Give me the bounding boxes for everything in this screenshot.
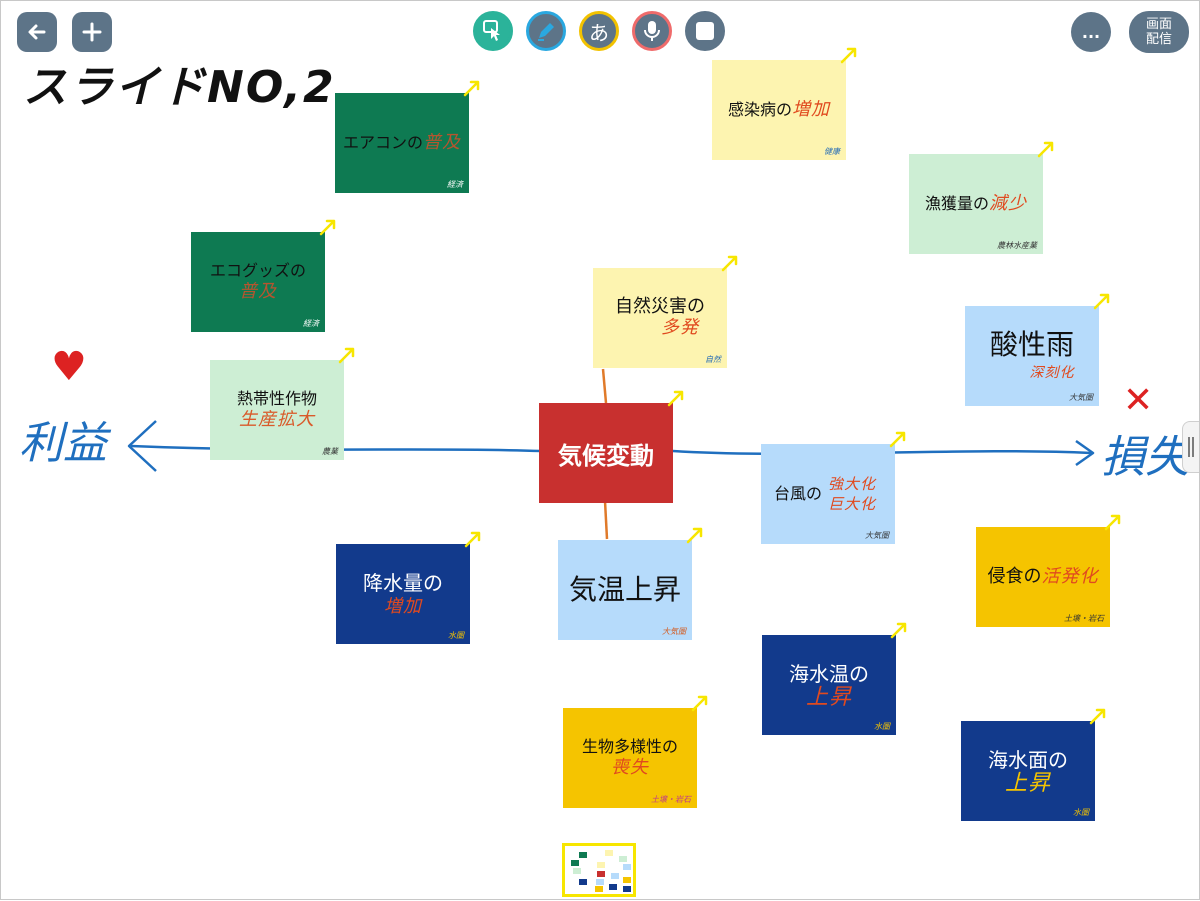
card-signature: 健康	[824, 147, 840, 156]
benefit-label: 利益	[19, 418, 107, 469]
more-button[interactable]: ...	[1071, 12, 1111, 52]
card-hand-text: 上昇	[805, 685, 852, 710]
card-natural-disaster[interactable]: 自然災害の 多発 自然	[593, 268, 727, 368]
card-hand-text: 強大化 巨大化	[827, 475, 876, 513]
card-main-text: 侵食の	[987, 566, 1042, 587]
card-hand-text: 喪失	[611, 757, 649, 778]
card-signature: 大気圏	[865, 531, 889, 540]
side-panel-handle[interactable]	[1182, 421, 1199, 473]
card-hand-text: 普及	[239, 281, 277, 302]
screen-share-label-line1: 画面	[1145, 17, 1172, 32]
card-rainfall[interactable]: 降水量の 増加 水圏	[336, 544, 470, 644]
card-signature: 水圏	[874, 722, 890, 731]
card-main-text: 海水温の	[789, 662, 869, 686]
card-acid-rain[interactable]: 酸性雨 深刻化 大気圏	[965, 306, 1099, 406]
back-button[interactable]	[17, 12, 57, 52]
card-main-text: 台風の	[773, 484, 822, 503]
card-hand-text: 深刻化	[1029, 365, 1075, 381]
card-signature: 農林水産業	[997, 241, 1037, 250]
loss-label: 損失	[1101, 432, 1189, 483]
grip-icon	[1188, 437, 1194, 457]
plus-icon	[82, 22, 102, 42]
left-axis-line	[130, 444, 542, 453]
left-arrowhead	[127, 420, 157, 472]
card-signature: 土壌・岩石	[651, 795, 691, 804]
card-signature: 大気圏	[662, 627, 686, 636]
card-main-text: 酸性雨	[989, 328, 1074, 361]
card-temperature-rise[interactable]: 気温上昇 大気圏	[558, 540, 692, 640]
card-signature: 水圏	[448, 631, 464, 640]
center-card-label: 気候変動	[558, 441, 654, 470]
connector-bottom	[603, 500, 609, 540]
shape-square-icon	[696, 22, 714, 40]
card-signature: 水圏	[1073, 808, 1089, 817]
card-hand-text: 増加	[384, 596, 422, 617]
select-tool-button[interactable]	[473, 11, 513, 51]
card-biodiversity[interactable]: 生物多様性の 喪失 土壌・岩石	[563, 708, 697, 808]
card-hand-text: 増加	[792, 99, 830, 120]
voice-tool-button[interactable]	[632, 11, 672, 51]
screen-share-button[interactable]: 画面 配信	[1129, 11, 1189, 53]
ellipsis-icon: ...	[1081, 22, 1101, 42]
card-hand-text: 減少	[989, 193, 1027, 214]
add-button[interactable]	[72, 12, 112, 52]
card-main-text: 自然災害の	[615, 296, 705, 317]
card-signature: 農業	[322, 447, 338, 456]
right-arrowhead	[1075, 439, 1095, 467]
card-main-text: エアコンの	[342, 133, 423, 152]
card-signature: 経済	[303, 319, 319, 328]
shape-tool-button[interactable]	[685, 11, 725, 51]
card-signature: 自然	[705, 355, 721, 364]
card-erosion[interactable]: 侵食の 活発化 土壌・岩石	[976, 527, 1110, 627]
card-main-text: 生物多様性の	[581, 737, 678, 756]
center-card[interactable]: 気候変動	[539, 403, 673, 503]
screen-share-label-line2: 配信	[1145, 32, 1172, 47]
card-hand-text: 上昇	[1004, 771, 1051, 796]
card-typhoon[interactable]: 台風の 強大化 巨大化 大気圏	[761, 444, 895, 544]
text-tool-button[interactable]: あ	[579, 11, 619, 51]
card-hand-text: 普及	[423, 132, 461, 153]
pen-tool-button[interactable]	[526, 11, 566, 51]
slide-title: スライドNO,2	[23, 62, 336, 113]
card-sea-level[interactable]: 海水面の 上昇 水圏	[961, 721, 1095, 821]
card-sea-temperature[interactable]: 海水温の 上昇 水圏	[762, 635, 896, 735]
card-main-text: 降水量の	[363, 571, 443, 595]
arrow-left-icon	[28, 24, 46, 40]
select-touch-icon	[483, 20, 500, 41]
card-signature: 経済	[447, 180, 463, 189]
card-hand-text: 生産拡大	[239, 409, 315, 430]
slide-thumbnail[interactable]	[562, 843, 636, 897]
card-infection[interactable]: 感染病の 増加 健康	[712, 60, 846, 160]
microphone-icon	[644, 21, 660, 41]
text-icon: あ	[589, 20, 609, 45]
card-main-text: 漁獲量の	[924, 194, 989, 213]
card-fishing[interactable]: 漁獲量の 減少 農林水産業	[909, 154, 1043, 254]
card-aircon[interactable]: エアコンの 普及 経済	[335, 93, 469, 193]
card-hand-text: 活発化	[1041, 566, 1099, 587]
card-hand-text: 多発	[661, 317, 699, 338]
card-ecogoods[interactable]: エコグッズの 普及 経済	[191, 232, 325, 332]
card-signature: 大気圏	[1069, 393, 1093, 402]
pen-icon	[538, 23, 554, 41]
card-signature: 土壌・岩石	[1064, 614, 1104, 623]
card-tropical-crops[interactable]: 熱帯性作物 生産拡大 農業	[210, 360, 344, 460]
heart-icon: ♥	[51, 344, 87, 390]
card-main-text: 感染病の	[727, 100, 792, 119]
card-main-text: 気温上昇	[568, 573, 681, 606]
cross-icon: ✕	[1123, 380, 1154, 421]
card-main-text: 海水面の	[988, 748, 1068, 772]
connector-top	[601, 368, 608, 404]
card-main-text: エコグッズの	[209, 261, 306, 280]
card-main-text: 熱帯性作物	[236, 389, 317, 408]
